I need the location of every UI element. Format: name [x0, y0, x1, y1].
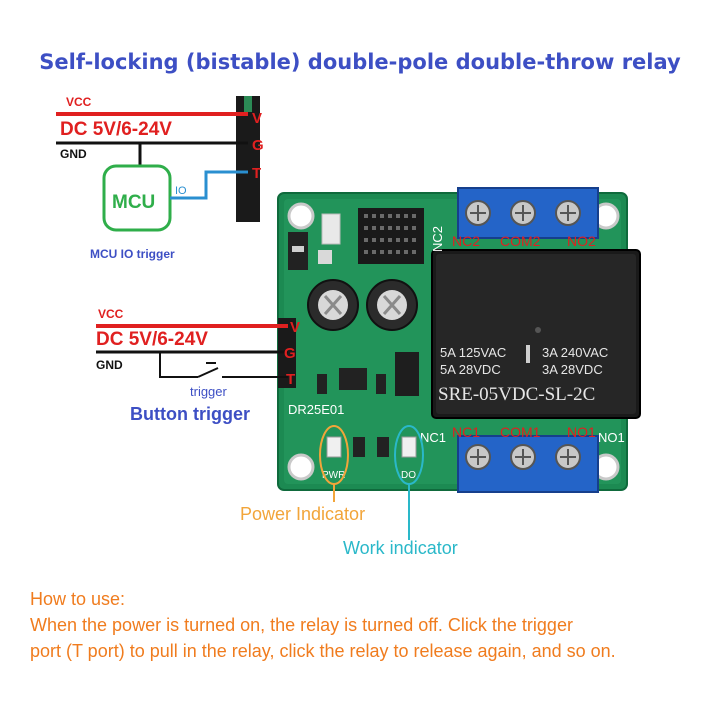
silk-do: DO — [401, 470, 416, 481]
silk-no1: NO1 — [598, 430, 625, 445]
howto-heading: How to use: — [30, 589, 126, 609]
mcu-gnd-label: GND — [60, 147, 87, 161]
mcu-supply-label: DC 5V/6-24V — [60, 119, 172, 140]
power-indicator-label: Power Indicator — [240, 504, 365, 524]
mcu-caption: MCU IO trigger — [90, 247, 175, 261]
relay-model: SRE-05VDC-SL-2C — [438, 384, 595, 405]
bottom-terminal-block — [457, 435, 599, 493]
mcu-pin-g: G — [252, 137, 264, 154]
terminal-label-com1: COM1 — [500, 424, 541, 440]
top-terminal-block — [457, 187, 599, 239]
push-button-switch — [197, 367, 219, 378]
terminal-label-no2: NO2 — [567, 233, 596, 249]
silk-nc1: NC1 — [420, 430, 446, 445]
mounting-hole — [287, 202, 315, 230]
silk-pwr: PWR — [322, 470, 345, 481]
transistor — [321, 213, 341, 245]
power-led — [326, 436, 342, 458]
relay — [431, 249, 641, 419]
mcu-wiring — [56, 96, 260, 232]
button-pin-v: V — [290, 319, 300, 336]
diode — [395, 352, 419, 396]
silk-nc2: NC2 — [430, 226, 445, 252]
work-led — [401, 436, 417, 458]
terminal-label-nc2: NC2 — [452, 233, 480, 249]
work-indicator-label: Work indicator — [343, 538, 458, 558]
button-pin-g: G — [284, 345, 296, 362]
relay-spec-right-2: 3A 28VDC — [542, 362, 603, 377]
mounting-hole — [287, 453, 315, 481]
terminal-label-com2: COM2 — [500, 233, 541, 249]
pin-header — [236, 96, 260, 222]
io-label: IO — [175, 185, 187, 197]
mcu-label: MCU — [112, 192, 155, 213]
button-supply-label: DC 5V/6-24V — [96, 329, 208, 350]
board-model: DR25E01 — [288, 402, 344, 417]
mcu-pin-v: V — [252, 110, 262, 127]
howto-line-2: port (T port) to pull in the relay, clic… — [30, 641, 616, 661]
howto-line-1: When the power is turned on, the relay i… — [30, 615, 573, 635]
how-to-use: How to use: When the power is turned on,… — [30, 586, 710, 664]
relay-spec-left-1: 5A 125VAC — [440, 345, 506, 360]
button-gnd-label: GND — [96, 358, 123, 372]
relay-spec-right-1: 3A 240VAC — [542, 345, 608, 360]
trigger-label: trigger — [190, 384, 228, 399]
relay-spec-left-2: 5A 28VDC — [440, 362, 501, 377]
button-vcc-label: VCC — [98, 307, 124, 321]
terminal-label-nc1: NC1 — [452, 424, 480, 440]
button-pin-t: T — [286, 371, 295, 388]
page-title: Self-locking (bistable) double-pole doub… — [39, 50, 681, 74]
button-caption: Button trigger — [130, 404, 250, 424]
transistor — [339, 368, 367, 390]
mcu-pin-t: T — [252, 165, 261, 182]
mcu-vcc-label: VCC — [66, 95, 92, 109]
terminal-label-no1: NO1 — [567, 424, 596, 440]
button-wiring — [96, 324, 288, 378]
